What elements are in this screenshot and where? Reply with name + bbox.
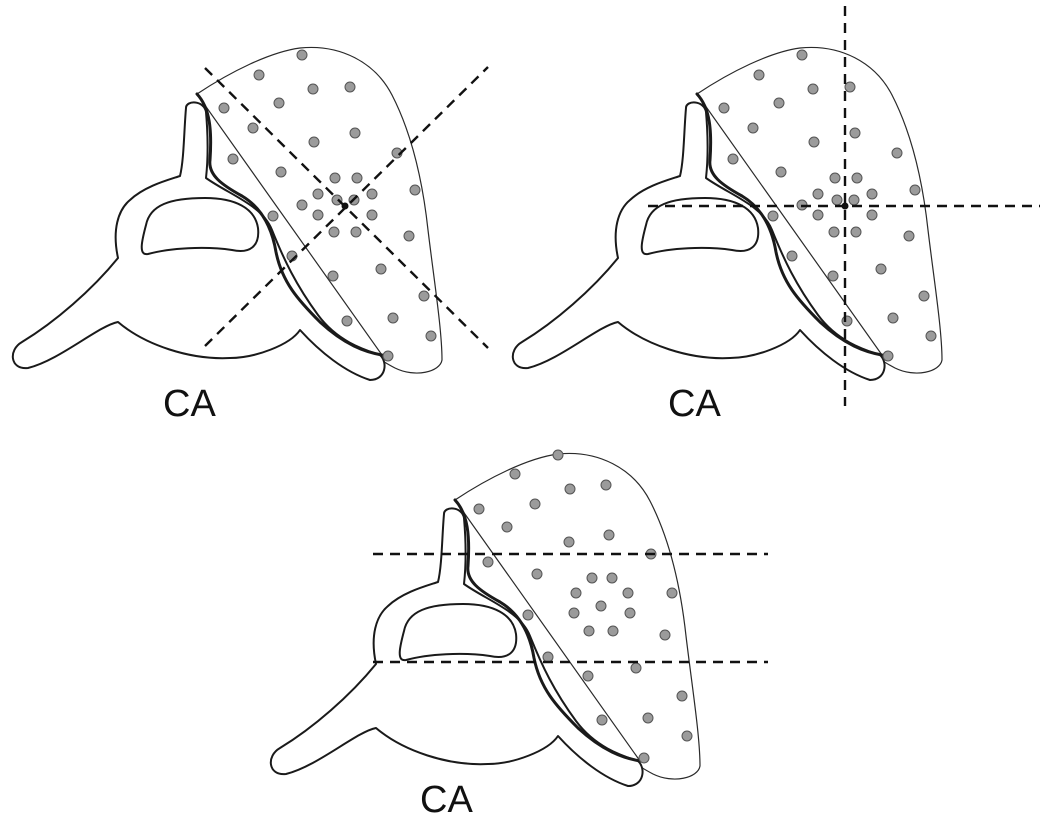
center-marker [342, 203, 349, 210]
center-marker [842, 203, 849, 210]
bone-outline [13, 102, 385, 380]
panel-1: CA [13, 47, 488, 425]
bone-outline [271, 508, 643, 786]
bone-outline [513, 102, 885, 380]
panel-label: CA [163, 383, 216, 425]
panel-2: CA [513, 6, 1040, 425]
panel-label: CA [420, 779, 473, 819]
panel-label: CA [668, 383, 721, 425]
panel-3: CA [271, 450, 768, 819]
